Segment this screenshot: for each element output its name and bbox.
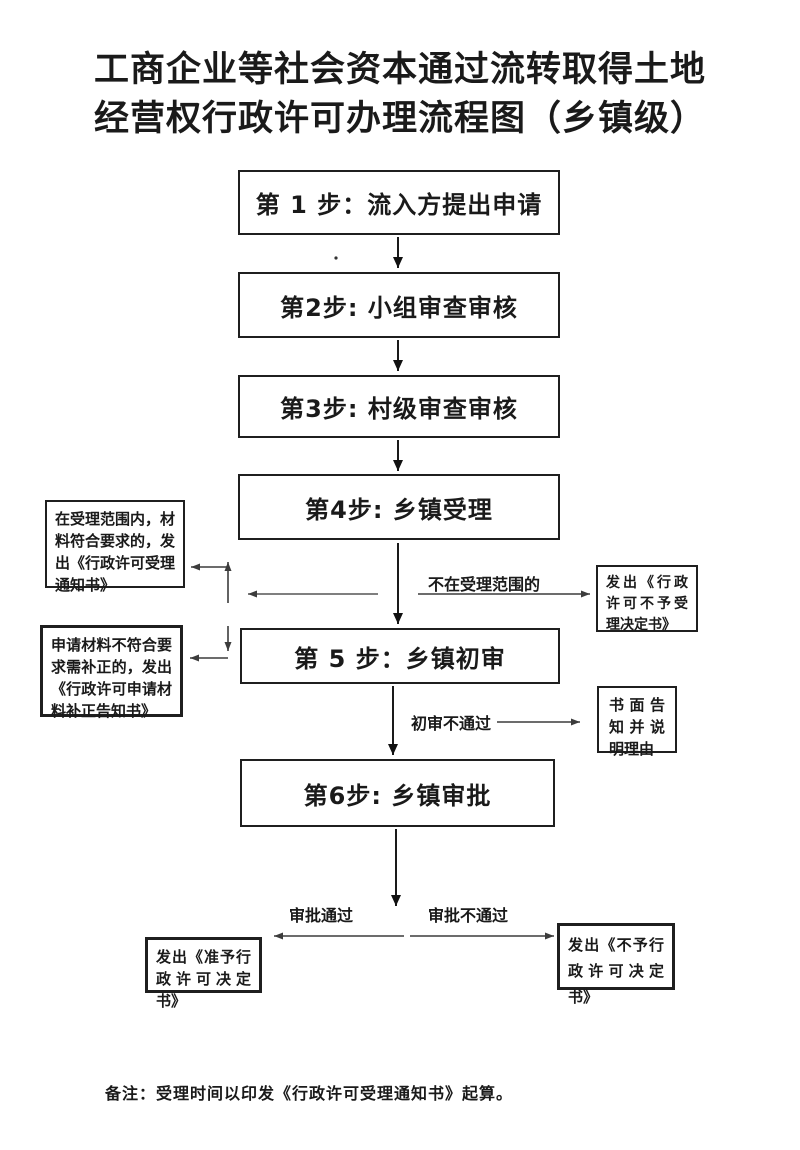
note-reject-acceptance-box: 发出《行政许可不予受理决定书》	[596, 565, 698, 633]
step-1-box: 第 1 步：流入方提出申请	[238, 170, 560, 235]
step-4-box: 第4步: 乡镇受理	[238, 474, 560, 540]
page-title-line1: 工商企业等社会资本通过流转取得土地	[93, 50, 706, 90]
note-approve-decision-text: 发出《准予行政许可决定书》	[156, 948, 251, 1010]
note-accept-notice-text: 在受理范围内，材料符合要求的，发出《行政许可受理通知书》	[55, 510, 176, 594]
note-supplement-notice-box: 申请材料不符合要求需补正的，发出《行政许可申请材料补正告知书》	[40, 625, 183, 720]
note-approve-decision-box: 发出《准予行政许可决定书》	[145, 937, 262, 1010]
note-deny-decision-text: 发出《不予行政许可决定书》	[568, 936, 664, 1006]
edge-label-approval-fail: 审批不通过	[428, 906, 509, 925]
step-2-box: 第2步: 小组审查审核	[238, 272, 560, 338]
note-written-explanation-box: 书面告知并说明理由	[597, 686, 677, 758]
note-accept-notice-box: 在受理范围内，材料符合要求的，发出《行政许可受理通知书》	[45, 500, 185, 594]
step-4-label: 第4步: 乡镇受理	[305, 495, 493, 524]
step-5-box: 第 5 步：乡镇初审	[240, 628, 560, 684]
edge-label-initial-review-fail: 初审不通过	[411, 714, 492, 733]
note-deny-decision-box: 发出《不予行政许可决定书》	[557, 923, 675, 1006]
page-title-line2: 经营权行政许可办理流程图（乡镇级）	[93, 99, 706, 139]
step-2-label: 第2步: 小组审查审核	[280, 293, 518, 322]
step-3-label: 第3步: 村级审查审核	[280, 395, 518, 423]
step-1-label: 第 1 步：流入方提出申请	[255, 191, 543, 219]
page-title: 工商企业等社会资本通过流转取得土地 经营权行政许可办理流程图（乡镇级）	[0, 46, 800, 144]
edge-label-approval-pass: 审批通过	[289, 906, 354, 925]
edge-label-not-in-scope: 不在受理范围的	[428, 575, 541, 594]
step-6-box: 第6步: 乡镇审批	[240, 759, 555, 827]
note-reject-acceptance-text: 发出《行政许可不予受理决定书》	[606, 575, 688, 633]
note-written-explanation-text: 书面告知并说明理由	[609, 696, 665, 758]
note-supplement-notice-text: 申请材料不符合要求需补正的，发出《行政许可申请材料补正告知书》	[51, 636, 172, 720]
step-6-label: 第6步: 乡镇审批	[303, 781, 492, 810]
step-5-label: 第 5 步：乡镇初审	[294, 644, 506, 673]
step-3-box: 第3步: 村级审查审核	[238, 375, 560, 438]
footer-note: 备注：受理时间以印发《行政许可受理通知书》起算。	[105, 1084, 514, 1103]
